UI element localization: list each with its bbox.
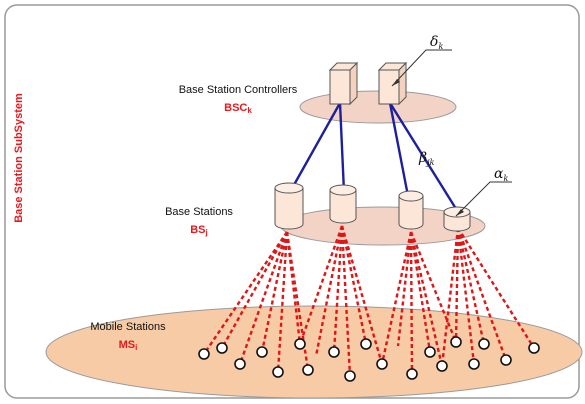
side-label: Base Station SubSystem <box>13 93 25 223</box>
bs-ms-link <box>409 231 458 343</box>
mobile-station-node <box>528 342 540 354</box>
bs-ms-link <box>220 231 289 349</box>
mobile-station-node <box>406 368 418 380</box>
base-station-cylinder <box>329 184 357 224</box>
mobile-station-node <box>272 366 284 378</box>
base-stations-sublabel: BSj <box>190 224 208 237</box>
bs-ms-link <box>456 227 508 361</box>
bs-ms-link <box>332 225 344 353</box>
bsc-bs-link <box>288 102 342 193</box>
mobile-station-node <box>234 358 246 370</box>
mobile-station-node <box>450 336 462 348</box>
bs-ms-link <box>285 231 310 371</box>
mobile-station-nodes <box>198 336 540 382</box>
delta-callout-line <box>391 49 452 87</box>
base-station-cylinder <box>274 182 304 230</box>
mobile-station-node <box>256 346 268 358</box>
bsc-box <box>377 61 408 106</box>
bs-ms-links <box>203 225 536 377</box>
beta-label: βjk <box>418 150 435 167</box>
controllers-label: Base Station Controllers <box>179 84 298 96</box>
bs-ms-link <box>456 227 476 365</box>
mobile-station-node <box>198 348 210 360</box>
bsc-bs-link <box>388 102 410 197</box>
bs-ms-link <box>380 231 413 365</box>
mobile-station-node <box>376 358 388 370</box>
alpha-label: αk <box>494 166 508 183</box>
bs-ms-link <box>238 231 289 365</box>
mobile-station-node <box>468 358 480 370</box>
alpha-callout-line <box>455 181 512 217</box>
alpha-callout-arrow <box>456 209 464 216</box>
bs-ms-link <box>409 231 444 367</box>
controllers-layer <box>299 90 457 124</box>
bs-ms-link <box>340 225 384 365</box>
bs-ms-link <box>456 227 486 345</box>
bs-ms-link <box>396 231 413 347</box>
bs-ms-link <box>409 231 414 375</box>
mobile-station-node <box>500 354 512 366</box>
mobile-stations-layer <box>45 305 583 399</box>
bs-ms-link <box>285 231 302 345</box>
bs-ms-link <box>276 231 289 373</box>
bs-ms-link <box>340 225 368 345</box>
base-station-cylinder <box>398 190 424 230</box>
mobile-station-node <box>328 346 340 358</box>
controllers-sublabel: BSCk <box>224 102 252 115</box>
delta-label: δk <box>430 34 443 51</box>
mobile-station-node <box>478 338 490 350</box>
mobile-stations-sublabel: MSi <box>119 339 138 352</box>
bs-ms-link <box>203 231 288 355</box>
bsc-bs-link <box>388 102 460 213</box>
bs-ms-link <box>456 227 536 349</box>
bsc-bs-link <box>338 102 346 193</box>
mobile-station-node <box>424 346 436 358</box>
mobile-station-node <box>436 360 448 372</box>
bs-ms-link <box>314 225 344 357</box>
mobile-station-node <box>216 342 228 354</box>
base-station-cylinder <box>443 206 471 232</box>
bsc-box <box>328 61 359 106</box>
delta-callout-arrow <box>392 79 400 86</box>
mobile-station-node <box>294 338 306 350</box>
mobile-station-node <box>302 364 314 376</box>
bs-ms-link <box>454 227 460 343</box>
bs-ms-link <box>409 231 432 353</box>
base-stations-label: Base Stations <box>165 206 233 218</box>
bsc-bs-links <box>288 102 460 213</box>
mobile-station-node <box>360 338 372 350</box>
bs-ms-link <box>440 227 460 367</box>
mobile-station-node <box>344 370 356 382</box>
mobile-stations-label: Mobile Stations <box>90 321 166 333</box>
